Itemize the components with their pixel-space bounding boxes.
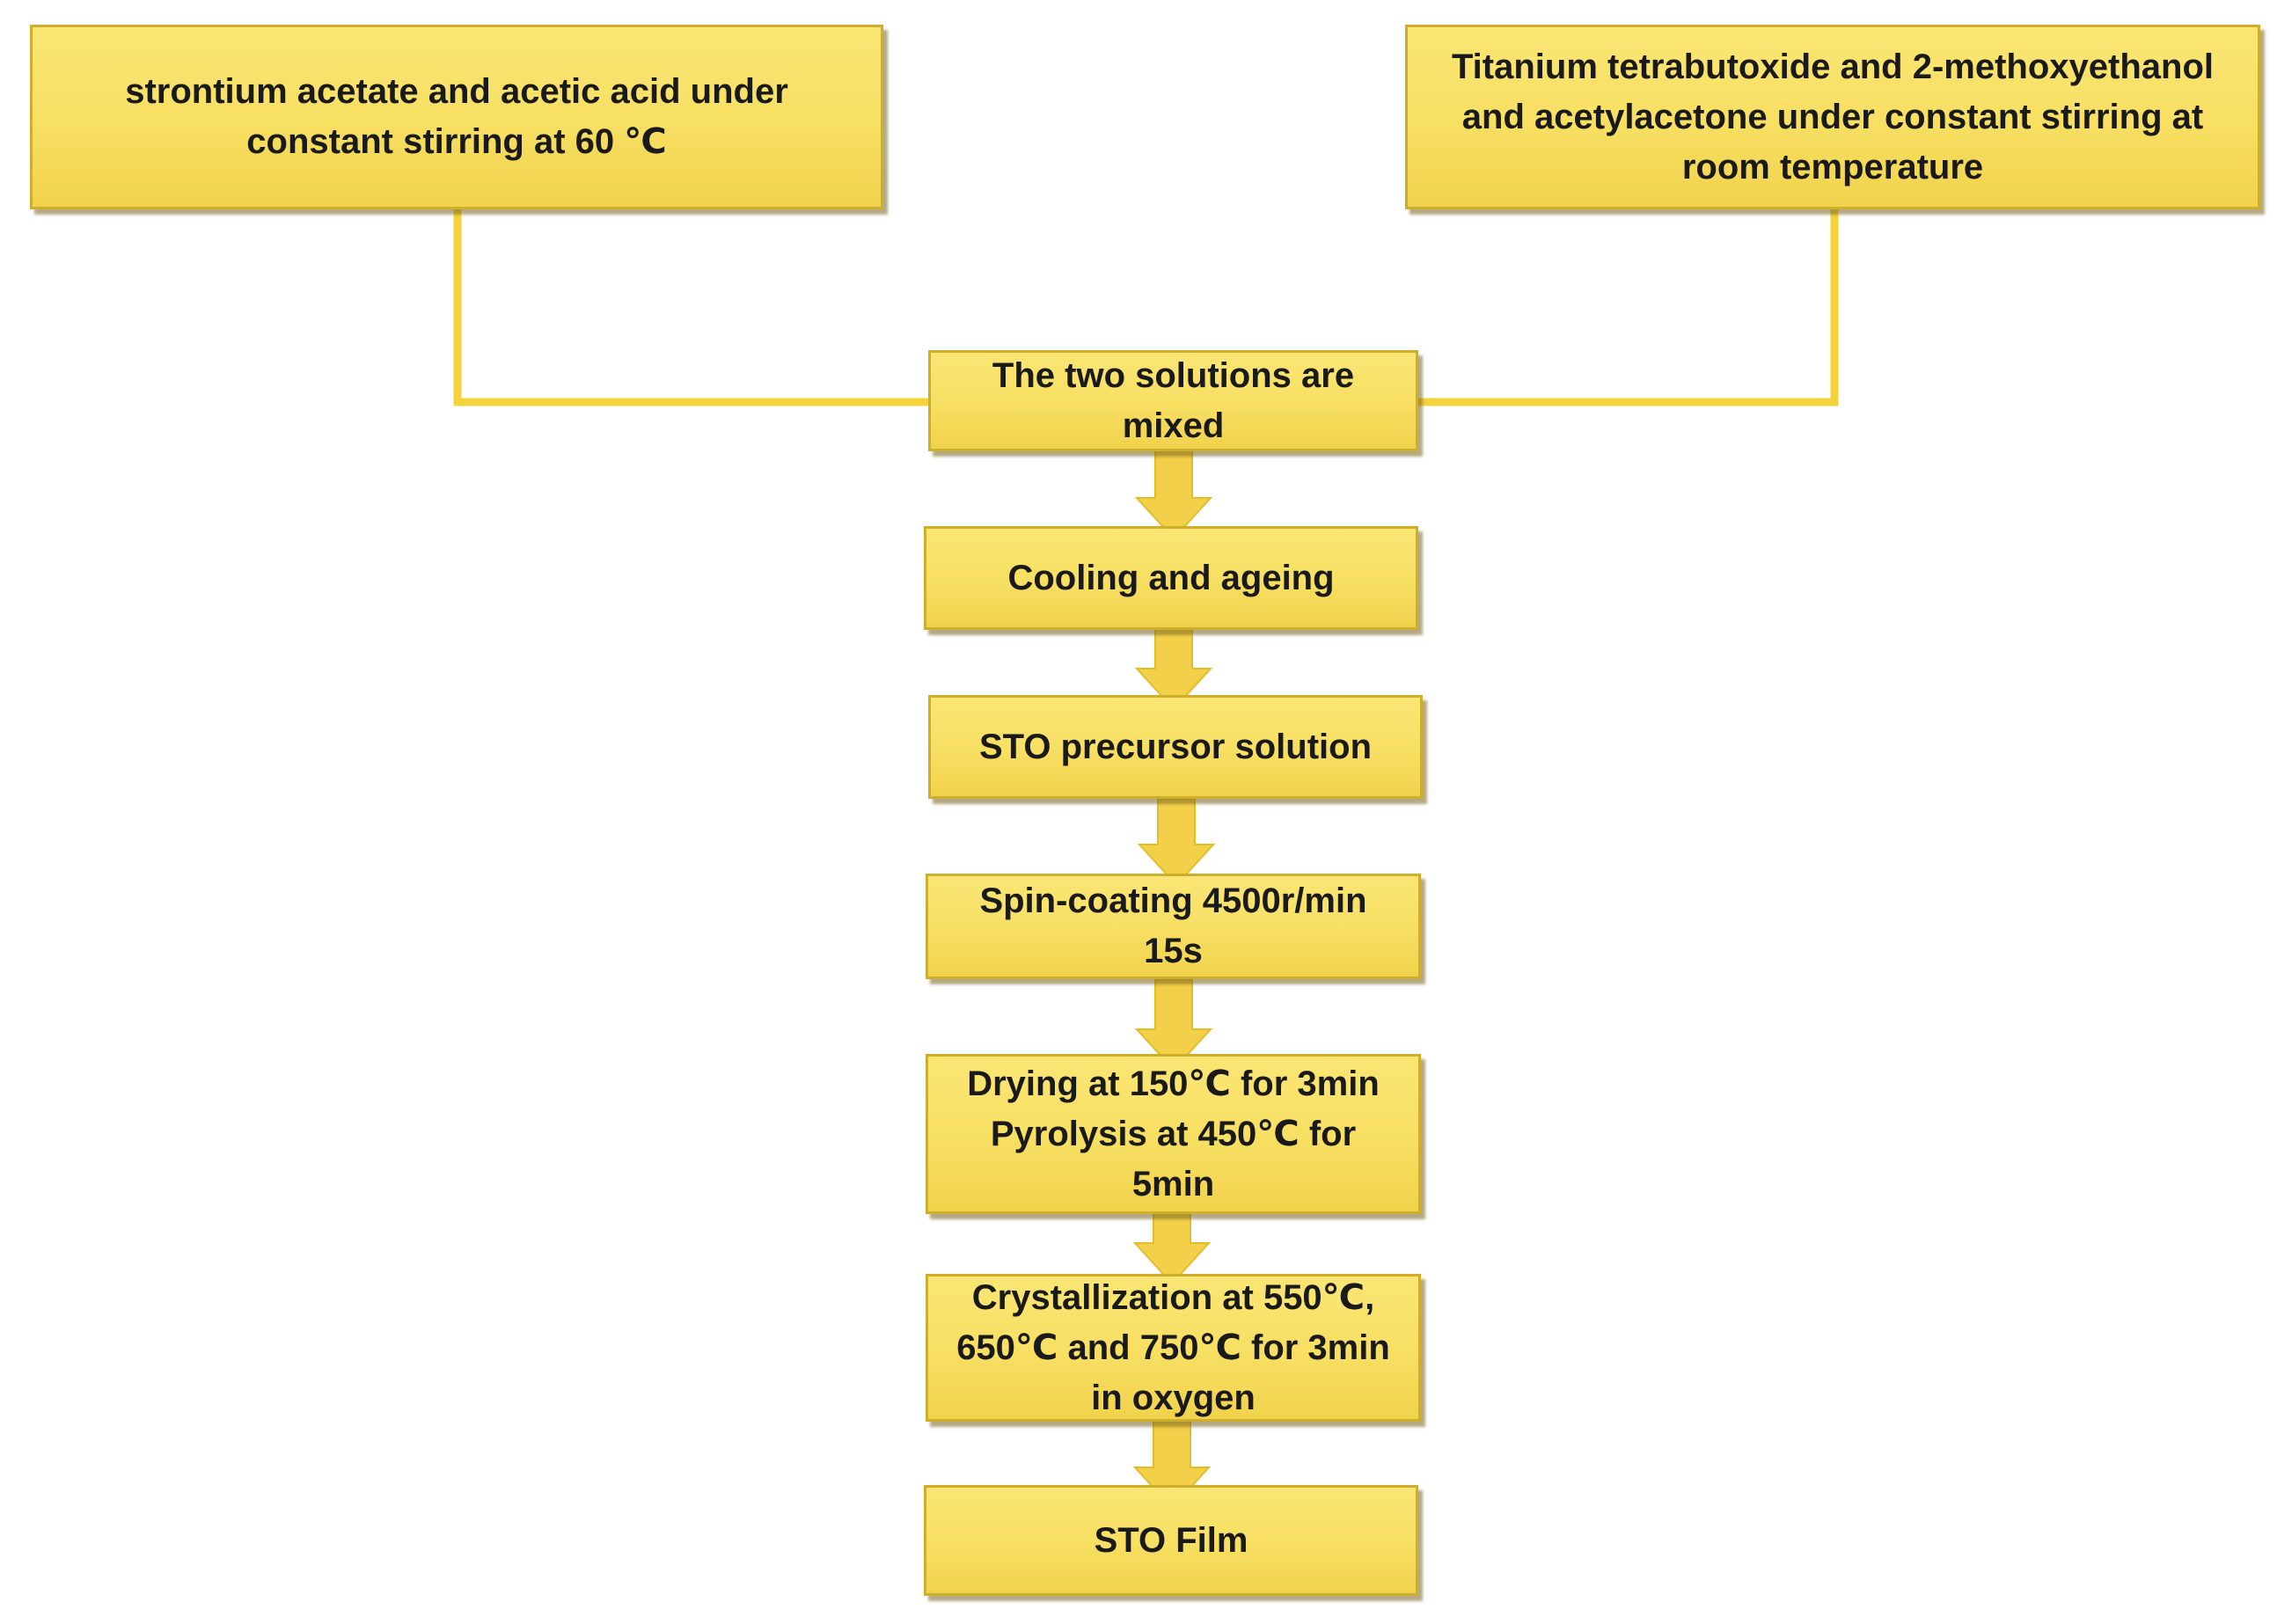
source-right-box: Titanium tetrabutoxide and 2-methoxyetha… xyxy=(1405,25,2260,209)
arrow-precursor-to-spin xyxy=(1137,798,1216,887)
arrow-drying-to-crystallization xyxy=(1132,1211,1212,1285)
spin-coating-label: Spin-coating 4500r/min 15s xyxy=(979,881,1367,970)
source-left-box: strontium acetate and acetic acid under … xyxy=(30,25,883,209)
film-box: STO Film xyxy=(924,1485,1418,1596)
precursor-label: STO precursor solution xyxy=(979,727,1372,766)
connector-left xyxy=(453,209,928,406)
crystallization-label: Crystallization at 550℃, 650℃ and 750℃ f… xyxy=(956,1277,1390,1417)
arrow-spin-to-drying xyxy=(1134,978,1213,1072)
drying-box: Drying at 150℃ for 3min Pyrolysis at 450… xyxy=(926,1054,1421,1214)
cooling-box: Cooling and ageing xyxy=(924,526,1418,630)
source-right-label: Titanium tetrabutoxide and 2-methoxyetha… xyxy=(1451,47,2215,187)
mixed-box: The two solutions are mixed xyxy=(928,350,1418,451)
arrow-cooling-to-precursor xyxy=(1134,628,1213,711)
connector-right xyxy=(1418,209,1839,406)
mixed-label: The two solutions are mixed xyxy=(992,355,1355,445)
drying-label: Drying at 150℃ for 3min Pyrolysis at 450… xyxy=(967,1064,1380,1203)
film-label: STO Film xyxy=(1094,1520,1248,1560)
arrow-mixed-to-cooling xyxy=(1134,450,1213,540)
spin-coating-box: Spin-coating 4500r/min 15s xyxy=(926,874,1421,979)
crystallization-box: Crystallization at 550℃, 650℃ and 750℃ f… xyxy=(926,1274,1421,1422)
precursor-box: STO precursor solution xyxy=(928,695,1423,799)
source-left-label: strontium acetate and acetic acid under … xyxy=(125,72,788,161)
cooling-label: Cooling and ageing xyxy=(1007,558,1335,597)
